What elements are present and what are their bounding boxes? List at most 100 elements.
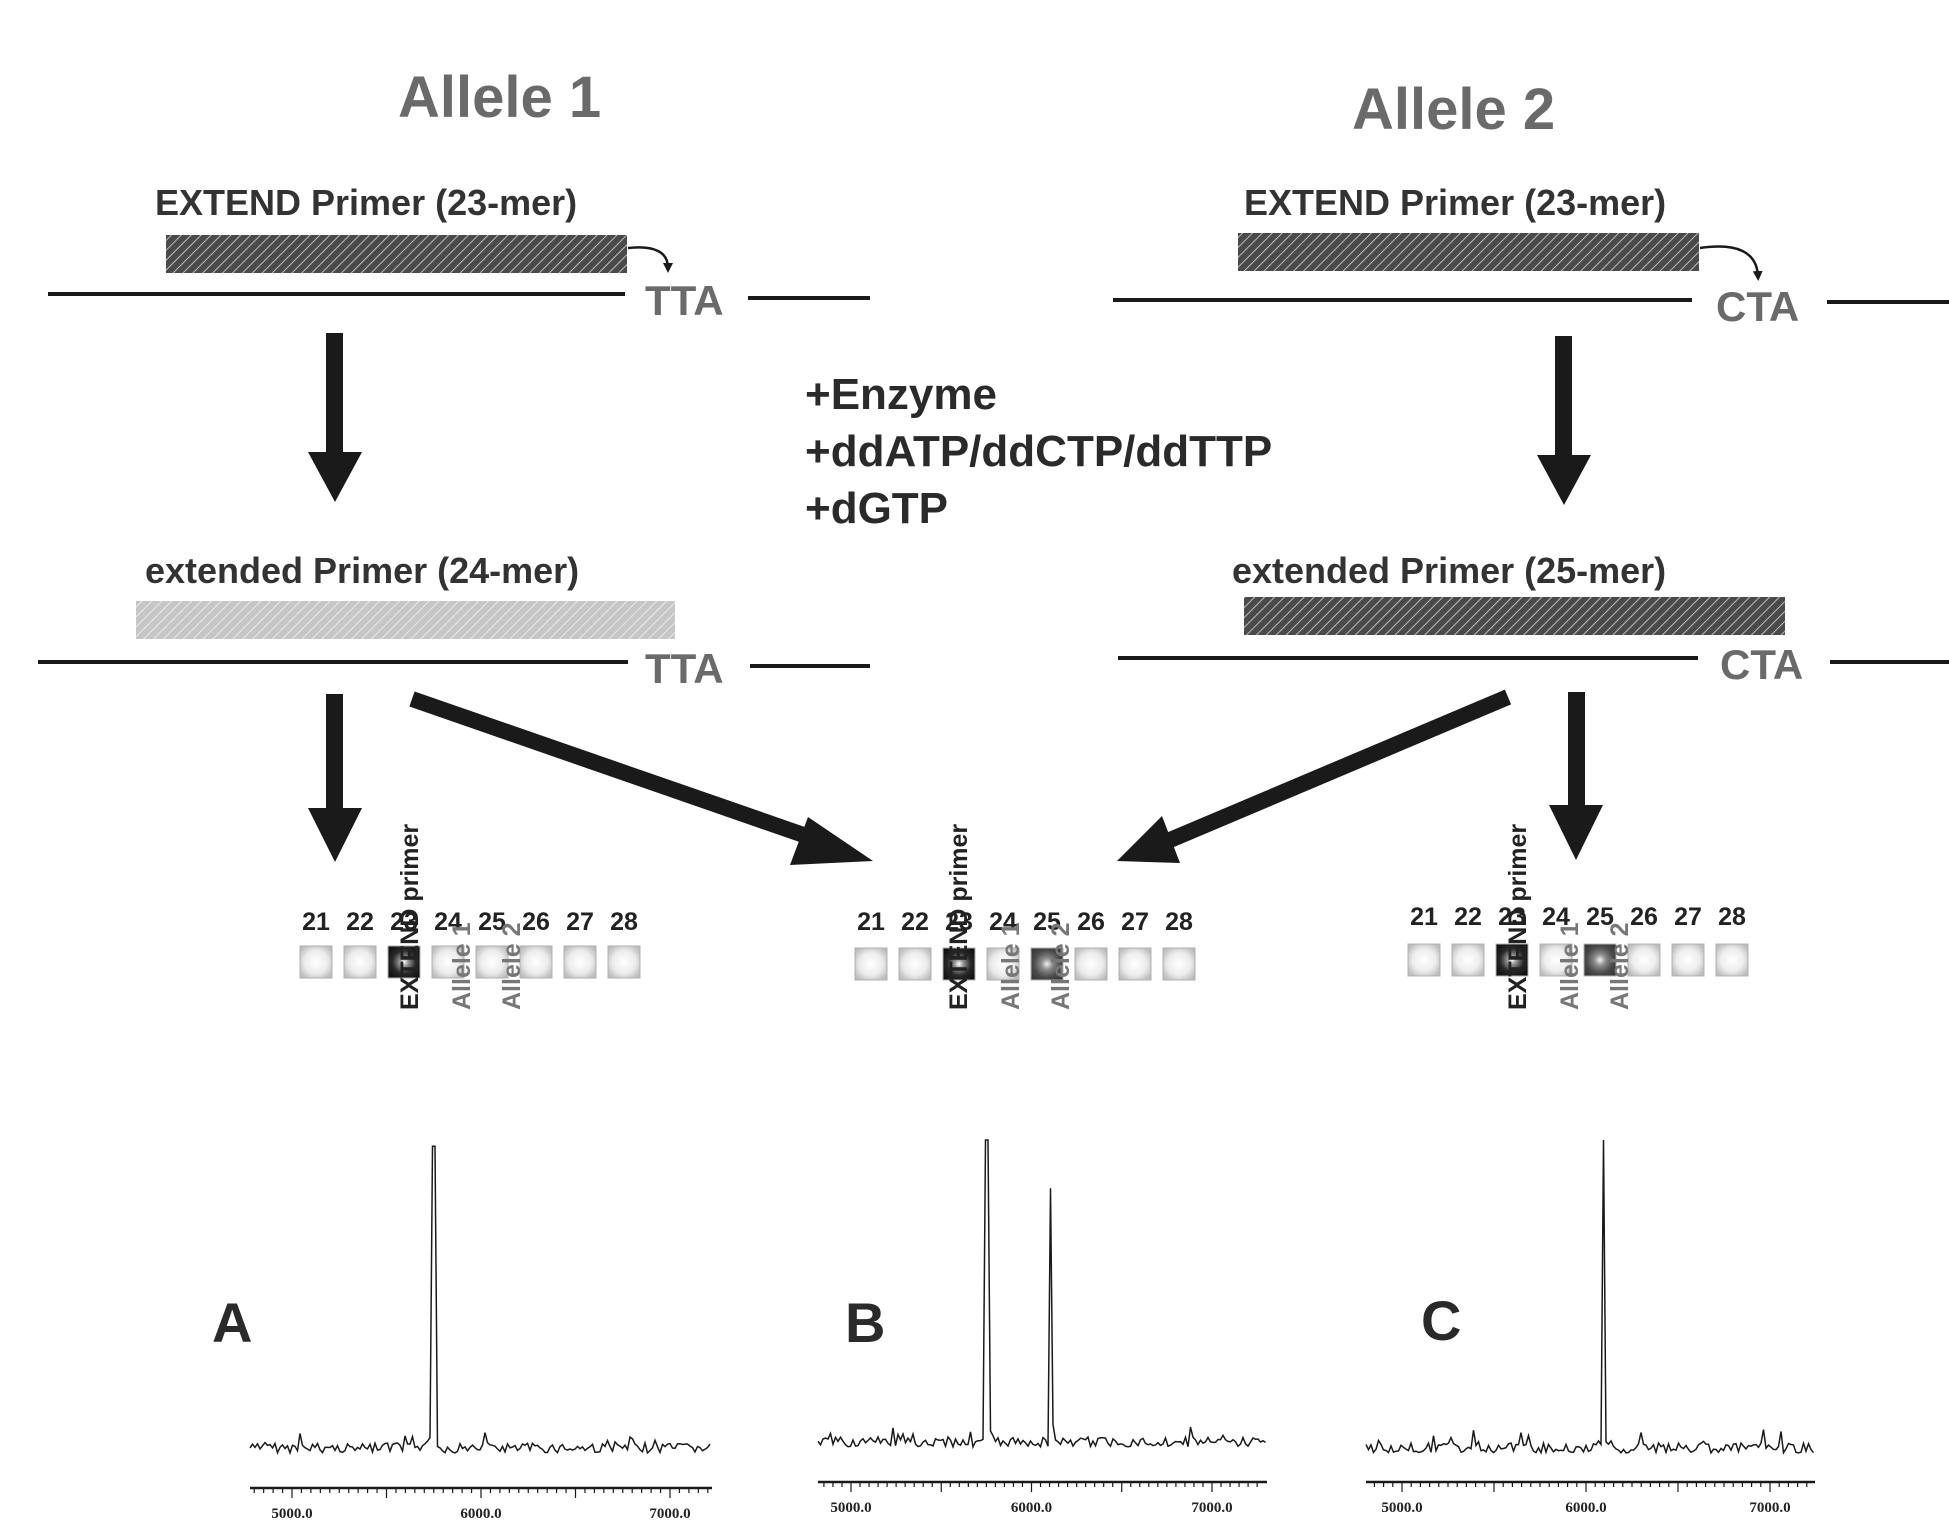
mass-spot [1715,943,1749,977]
mer-label: 27 [1121,908,1149,936]
allele-2-extended-primer-bar [1244,597,1785,635]
reagent-enzyme: +Enzyme [805,370,997,419]
mer-label: 26 [1077,908,1105,936]
axis-tick-label: 5000.0 [1381,1500,1422,1516]
mass-spot [519,945,553,979]
mer-label: 25 [1586,903,1614,931]
mer-label: 25 [478,908,506,936]
allele-2-title: Allele 2 [1352,77,1555,142]
mer-label: 26 [522,908,550,936]
mass-spot [475,945,509,979]
mass-spot [898,947,932,981]
panel-letter: A [212,1291,252,1354]
mer-label: 22 [901,908,929,936]
spectrum-trace [1365,1139,1815,1455]
peak-label: Allele 2 [1606,922,1634,1010]
allele-2-extended-primer-label: extended Primer (25-mer) [1232,550,1666,591]
mass-spot [299,945,333,979]
mass-spot [1407,943,1441,977]
mer-label: 28 [610,908,638,936]
mer-label: 26 [1630,903,1658,931]
allele-1-extended-template-codon: TTA [645,645,724,692]
mass-spot [1118,947,1152,981]
peak-label: EXTEND primer [1504,824,1532,1010]
allele-1-title: Allele 1 [398,65,601,130]
mass-spot [431,945,465,979]
mass-spot [1162,947,1196,981]
allele-1-extend-primer-label: EXTEND Primer (23-mer) [155,182,577,223]
allele-1-extended-primer-label: extended Primer (24-mer) [145,550,579,591]
peak-label: Allele 1 [1556,922,1584,1010]
mass-spot [343,945,377,979]
mer-label: 28 [1718,903,1746,931]
spectrum-trace [817,1139,1266,1450]
axis-tick-label: 5000.0 [830,1500,871,1516]
allele-2-extend-primer-bar [1238,233,1699,271]
allele-2-down-arrow [1537,336,1591,505]
allele-2-extended-template-codon: CTA [1720,641,1803,688]
mass-spot [1451,943,1485,977]
allele-1-extended-primer-bar [136,601,675,639]
allele-2-template-codon: CTA [1716,283,1799,330]
mass-spot [1671,943,1705,977]
axis-tick-label: 7000.0 [1191,1500,1232,1516]
mass-spot [1074,947,1108,981]
mass-spot [563,945,597,979]
mass-spot [1583,943,1617,977]
mer-label: 27 [1674,903,1702,931]
mass-spot [986,947,1020,981]
peak-label: Allele 2 [1047,922,1075,1010]
allele-2-extend-primer-label: EXTEND Primer (23-mer) [1244,182,1666,223]
mer-label: 21 [1410,903,1438,931]
spectrum-trace [249,1145,711,1456]
peak-label: Allele 1 [997,922,1025,1010]
peak-label: EXTEND primer [396,824,424,1010]
mass-spot [1539,943,1573,977]
peak-label: EXTEND primer [945,824,973,1010]
allele-1-down-arrow [308,333,362,502]
mer-label: 21 [857,908,885,936]
mass-spot [387,945,421,979]
mass-spot [942,947,976,981]
mer-label: 27 [566,908,594,936]
allele-1-extension-arrow [627,246,673,273]
axis-tick-label: 6000.0 [460,1506,501,1522]
mass-spot [1030,947,1064,981]
allele-2-to-panel-c-arrow [1549,692,1603,860]
axis-tick-label: 6000.0 [1565,1500,1606,1516]
mer-label: 28 [1165,908,1193,936]
mer-label: 24 [989,908,1017,936]
axis-tick-label: 5000.0 [271,1506,312,1522]
allele-2-extension-arrow [1699,245,1763,281]
axis-tick-label: 7000.0 [1749,1500,1790,1516]
mass-spot [854,947,888,981]
allele-1-to-panel-a-arrow [308,694,362,862]
allele-1-template-codon: TTA [645,277,724,324]
reagent-ddntps: +ddATP/ddCTP/ddTTP [805,427,1272,476]
mass-spot [1627,943,1661,977]
mer-label: 25 [1033,908,1061,936]
peak-label: Allele 2 [498,922,526,1010]
mer-label: 22 [1454,903,1482,931]
mer-label: 24 [1542,903,1570,931]
reagent-dgtp: +dGTP [805,484,948,533]
mer-label: 23 [390,908,418,936]
mer-label: 23 [945,908,973,936]
mer-label: 21 [302,908,330,936]
axis-tick-label: 7000.0 [649,1506,690,1522]
mer-label: 24 [434,908,462,936]
mass-spot [1495,943,1529,977]
peak-label: Allele 1 [448,922,476,1010]
panel-letter: C [1421,1289,1461,1352]
allele-1-to-panel-b-arrow [409,691,873,865]
allele-2-to-panel-b-arrow [1117,689,1512,863]
mer-label: 22 [346,908,374,936]
allele-1-extend-primer-bar [166,235,627,273]
mass-spot [607,945,641,979]
panel-letter: B [845,1291,885,1354]
axis-tick-label: 6000.0 [1011,1500,1052,1516]
